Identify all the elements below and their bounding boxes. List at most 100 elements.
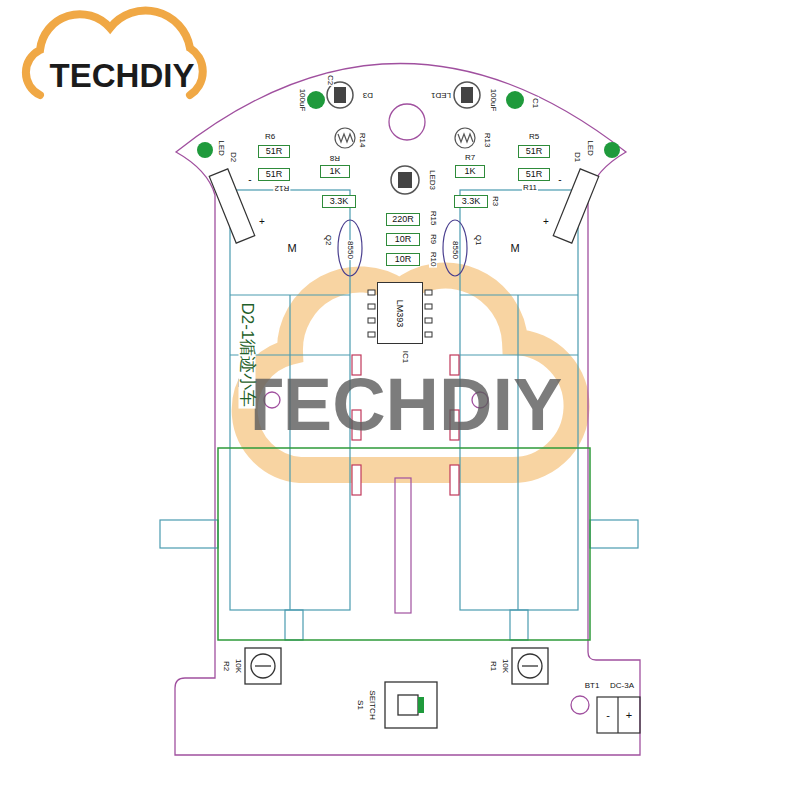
- led-symbol: [197, 142, 213, 158]
- logo-cloud: [26, 10, 203, 95]
- ic-pins: [368, 318, 375, 323]
- resistor-box: 51R: [518, 145, 550, 158]
- logo-cloud: [26, 10, 203, 95]
- resistor-box: 3.3K: [322, 195, 356, 208]
- transistor-outline: [338, 220, 467, 276]
- part-label: R3: [491, 195, 499, 207]
- part-label: BT1: [584, 682, 601, 690]
- ic-pins: [368, 304, 375, 309]
- motor-outline: [460, 294, 578, 295]
- battery-outline: [218, 448, 590, 640]
- battery-connector: [597, 697, 640, 733]
- photoresistor-symbol: [335, 128, 475, 148]
- capacitor-symbol: [454, 82, 480, 108]
- ic-pins: [425, 290, 432, 295]
- motor-mark: M: [286, 243, 297, 254]
- potentiometer-symbol: [518, 654, 542, 678]
- mounting-holes: [389, 104, 425, 140]
- polarity-mark: +: [625, 710, 633, 721]
- ic-package: LM393: [377, 282, 423, 344]
- sensor-housing: [553, 169, 599, 243]
- part-value: 100uF: [489, 88, 497, 113]
- polarity-mark: +: [542, 217, 550, 227]
- led-symbol: [398, 172, 412, 188]
- led-symbol: [307, 91, 325, 109]
- polarity-mark: -: [557, 175, 562, 185]
- resistor-box: 51R: [258, 168, 290, 181]
- brand-logo: TECHDIY: [50, 59, 195, 92]
- part-label: R9: [429, 233, 437, 245]
- potentiometer-symbol: [245, 648, 548, 684]
- led-symbol: [604, 142, 620, 158]
- board-title: D2-1循迹小车: [239, 302, 256, 409]
- part-value: 1K: [329, 167, 340, 176]
- part-label: R15: [429, 210, 437, 227]
- part-label: R11: [522, 184, 538, 192]
- ic-pins: [368, 290, 375, 295]
- polarity-mark: -: [605, 710, 611, 721]
- center-slot: [395, 478, 411, 613]
- photoresistor-symbol: [335, 128, 355, 148]
- part-value: 100uF: [298, 88, 306, 113]
- part-label: D2: [229, 151, 237, 163]
- battery-connector: [597, 697, 640, 733]
- photoresistor-symbol: [455, 128, 475, 148]
- part-value: 3.3K: [462, 197, 481, 206]
- switch-symbol: [398, 695, 418, 715]
- resistor-box: 10R: [386, 253, 420, 266]
- part-value: DC-3A: [609, 682, 635, 690]
- led-symbol: [506, 91, 524, 109]
- motor-outline: [160, 520, 218, 548]
- part-value: 51R: [526, 170, 543, 179]
- capacitor-symbol: [461, 87, 473, 103]
- part-value: 8550: [451, 240, 459, 260]
- motor-outline: [289, 295, 290, 610]
- solder-pads: [352, 465, 361, 495]
- resistor-box: 1K: [455, 165, 485, 178]
- part-label: R6: [264, 133, 276, 141]
- part-value: 10R: [395, 255, 412, 264]
- part-label: LED: [217, 139, 225, 157]
- ic-pins: [368, 332, 375, 337]
- part-label: R7: [464, 154, 476, 162]
- part-label: Q2: [324, 234, 332, 247]
- watermark: TECHDIY: [238, 368, 563, 442]
- part-value: 10K: [501, 658, 509, 674]
- capacitor-symbol: [327, 82, 480, 108]
- part-label: LED1: [430, 91, 452, 99]
- polarity-mark: -: [247, 175, 252, 185]
- motor-outline: [160, 190, 638, 640]
- part-label: D1: [573, 151, 581, 163]
- motor-outline: [517, 295, 518, 610]
- resistor-box: 220R: [386, 213, 420, 226]
- resistor-box: 1K: [320, 165, 350, 178]
- resistor-box: 51R: [518, 168, 550, 181]
- motor-outline: [510, 610, 528, 640]
- resistor-box: 51R: [258, 145, 290, 158]
- part-label: R12: [274, 184, 291, 192]
- led-symbol: [391, 166, 419, 194]
- potentiometer-symbol: [251, 654, 275, 678]
- part-label: LED3: [428, 169, 436, 191]
- photoresistor-symbol: [458, 134, 473, 142]
- part-label: LED: [586, 139, 594, 157]
- battery-outline: [218, 448, 590, 640]
- part-value: 1K: [464, 167, 475, 176]
- ic-pins: [425, 318, 432, 323]
- motor-outline: [590, 520, 638, 548]
- polarity-mark: +: [258, 217, 266, 227]
- part-value: 220R: [392, 215, 414, 224]
- part-value: 51R: [526, 147, 543, 156]
- part-label: R1: [489, 660, 497, 672]
- solder-pads: [450, 465, 459, 495]
- part-label: IC1: [401, 350, 409, 364]
- photoresistor-symbol: [338, 134, 353, 142]
- part-label: R14: [358, 132, 366, 149]
- part-label: S1: [356, 699, 364, 711]
- part-value: 10K: [234, 658, 242, 674]
- potentiometer-symbol: [245, 648, 281, 684]
- part-value: 3.3K: [330, 197, 349, 206]
- motor-mark: M: [509, 243, 520, 254]
- part-value: 51R: [266, 170, 283, 179]
